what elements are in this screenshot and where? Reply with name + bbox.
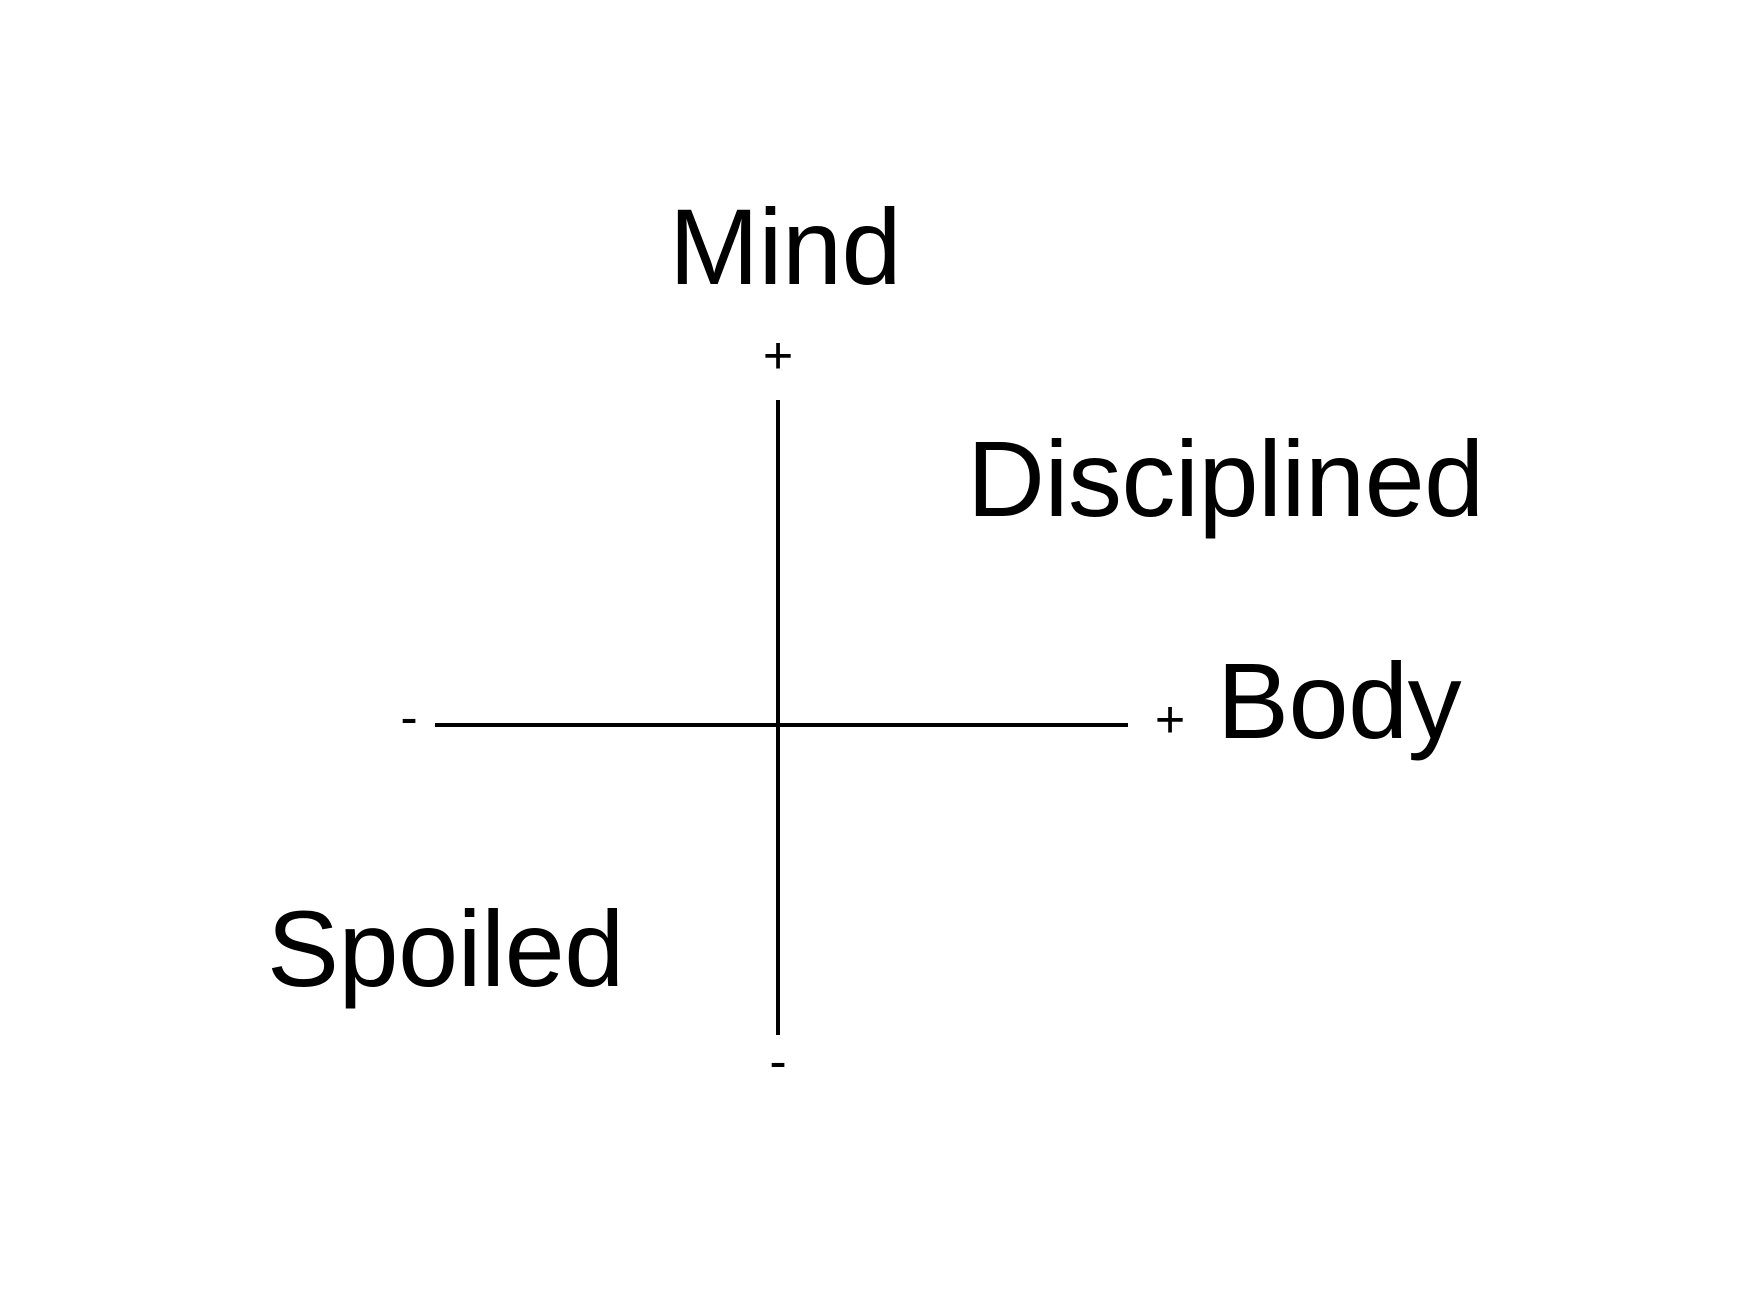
horizontal-axis-positive-marker: +	[1154, 691, 1186, 749]
vertical-axis-negative-marker: -	[769, 1033, 787, 1091]
vertical-axis-line	[776, 400, 780, 1035]
vertical-axis-positive-marker: +	[762, 327, 794, 385]
horizontal-axis-negative-marker: -	[400, 689, 418, 747]
horizontal-axis-title-body: Body	[1217, 640, 1462, 761]
horizontal-axis-line	[435, 723, 1128, 727]
quadrant-label-disciplined: Disciplined	[967, 418, 1484, 539]
quadrant-label-spoiled: Spoiled	[267, 888, 624, 1009]
vertical-axis-title-mind: Mind	[669, 186, 902, 307]
